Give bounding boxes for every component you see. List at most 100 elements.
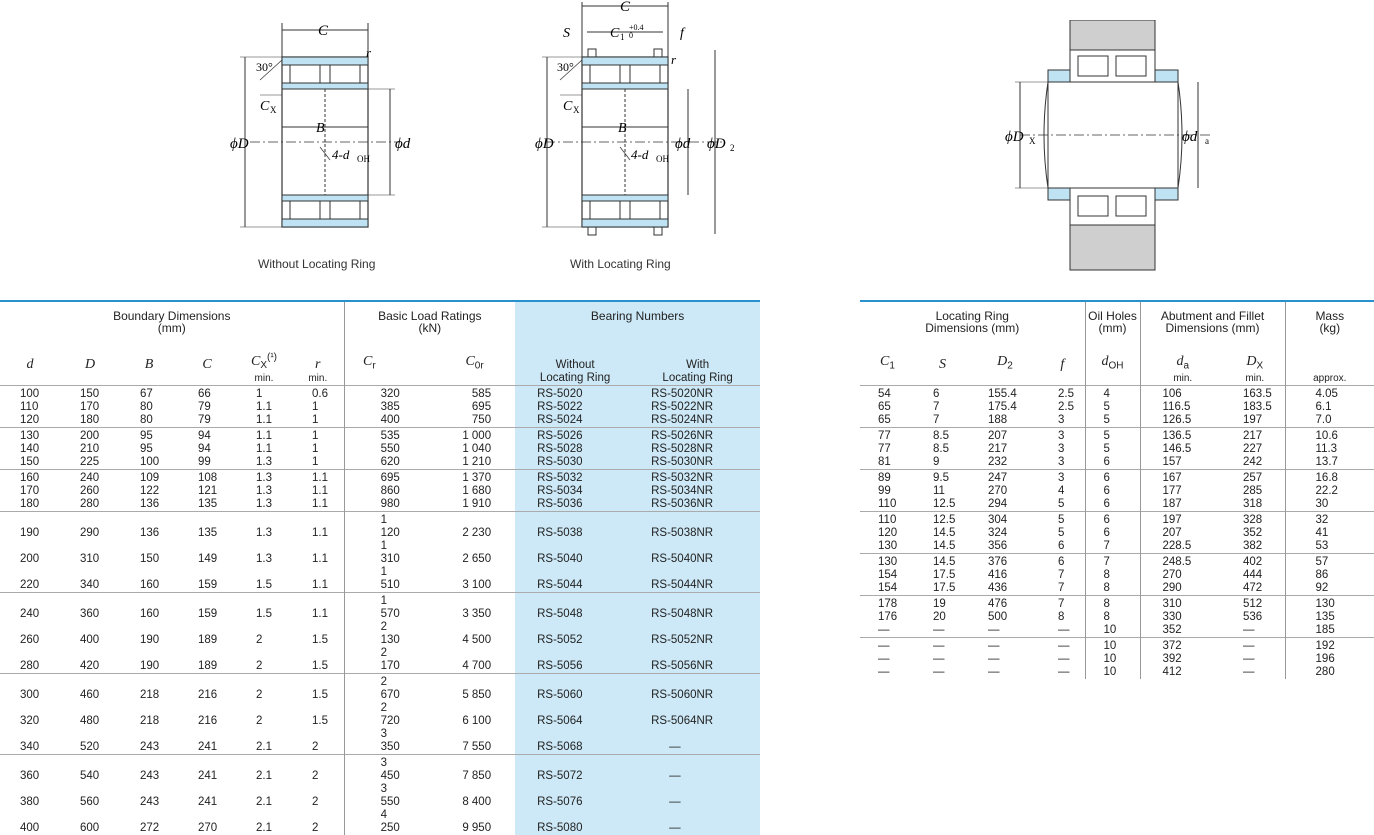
right-table: Locating Ring Dimensions (mm) Oil Holes … <box>860 300 1374 679</box>
table-cell: RS-5024NR <box>635 413 761 427</box>
table-cell: 270 <box>988 484 1008 497</box>
table-cell: 217 <box>1225 426 1286 443</box>
table-cell: 3 <box>1040 426 1086 443</box>
table-cell: RS-5032 <box>515 468 636 485</box>
table-cell: 460 <box>60 672 120 702</box>
table-cell: 585 <box>460 384 516 401</box>
table-cell: 106 <box>1139 384 1226 401</box>
table-cell: 80 <box>140 413 153 426</box>
table-cell: 183.5 <box>1243 400 1272 413</box>
table-cell: 200 <box>60 426 120 443</box>
table-cell: 110 <box>860 510 915 527</box>
table-cell: 310 <box>1139 594 1226 611</box>
table-cell: 7 <box>1084 552 1141 569</box>
label-C1-sub: 1 <box>620 32 625 42</box>
table-cell: 2.1 <box>256 821 272 834</box>
col-D: D <box>84 356 96 372</box>
table-cell: 3 <box>1058 442 1065 455</box>
table-cell: 5 <box>1084 413 1141 427</box>
table-cell: 1.3 <box>256 497 272 510</box>
table-cell: 53 <box>1284 539 1374 553</box>
table-cell: 2 <box>256 633 263 646</box>
table-cell: 380 <box>20 795 40 808</box>
label-doh2: 4-d <box>631 147 649 162</box>
table-cell: — <box>1243 623 1255 636</box>
table-cell: RS-5052NR <box>635 620 761 647</box>
table-cell: RS-5026 <box>515 426 636 443</box>
table-cell: 3 550 <box>343 782 400 809</box>
label-phiD2b: ϕD <box>707 136 726 152</box>
table-cell: RS-5068 <box>515 727 636 754</box>
table-cell: 400 <box>20 821 40 834</box>
table-cell: 14.5 <box>933 539 956 552</box>
table-cell: 189 <box>198 659 218 672</box>
table-cell: RS-5026NR <box>635 426 761 443</box>
spacer-cell <box>394 443 460 456</box>
table-cell: 89 <box>860 468 915 485</box>
right-table-wrap: Locating Ring Dimensions (mm) Oil Holes … <box>860 300 1374 679</box>
table-cell: 32 <box>1284 510 1374 527</box>
table-cell: 150 <box>140 552 160 565</box>
table-cell: 136 <box>140 497 160 510</box>
table-cell: 4 700 <box>462 659 492 672</box>
table-cell: 92 <box>1284 581 1374 595</box>
table-cell: 1 <box>312 413 319 426</box>
table-cell: 12.5 <box>915 510 970 527</box>
table-cell: 243 <box>140 795 160 808</box>
label-phid: ϕd <box>395 136 411 152</box>
table-cell: — <box>878 652 890 665</box>
table-cell: 216 <box>198 714 218 727</box>
table-cell: 218 <box>120 672 178 702</box>
spacer-cell <box>394 456 460 470</box>
table-cell: RS-5038 <box>515 510 636 540</box>
table-cell: 121 <box>198 484 218 497</box>
table-cell: 2 <box>256 659 263 672</box>
table-cell: — <box>970 636 1040 653</box>
table-cell: 110 <box>20 400 39 413</box>
table-cell: RS-5032NR <box>635 468 761 485</box>
hdr-boundary: Boundary Dimensions (mm) <box>0 301 344 343</box>
table-cell: RS-5060NR <box>635 672 761 702</box>
table-cell: 1.1 <box>256 400 272 413</box>
table-cell: 109 <box>120 468 178 485</box>
table-cell: RS-5080 <box>515 808 636 835</box>
table-cell: 620 <box>343 455 400 469</box>
table-cell: 1.5 <box>292 672 345 702</box>
table-cell: 1.1 <box>312 578 328 591</box>
spacer-cell <box>394 426 461 443</box>
hdr-load-text: Basic Load Ratings <box>378 309 482 323</box>
table-cell: 500 <box>988 610 1008 623</box>
table-cell: 8 <box>1058 610 1065 623</box>
table-cell: 100 <box>0 384 60 401</box>
hdr-oil: Oil Holes (mm) <box>1084 301 1141 343</box>
table-cell: 392 <box>1139 652 1226 666</box>
table-cell: — <box>1058 652 1070 665</box>
table-cell: RS-5040 <box>515 539 636 566</box>
table-cell: 304 <box>970 510 1040 527</box>
table-cell: 1 <box>312 442 319 455</box>
spacer-cell <box>394 468 461 485</box>
table-cell: 6 <box>1084 497 1141 511</box>
table-cell: — <box>988 623 1000 636</box>
label-da-sub: a <box>1205 136 1209 146</box>
table-cell: 19 <box>915 594 970 611</box>
table-cell: 1.3 <box>236 468 292 485</box>
spacer-cell <box>394 783 460 809</box>
table-cell: 472 <box>1243 581 1263 594</box>
table-cell: 99 <box>198 455 211 468</box>
label-phiDx: ϕD <box>1005 129 1024 145</box>
table-cell: 8 <box>1084 610 1141 624</box>
label-C1-tol: +0.4 <box>629 23 644 32</box>
table-cell: 216 <box>178 672 236 702</box>
table-cell: 177 <box>1139 484 1226 498</box>
caption-without-ring: Without Locating Ring <box>258 257 376 271</box>
